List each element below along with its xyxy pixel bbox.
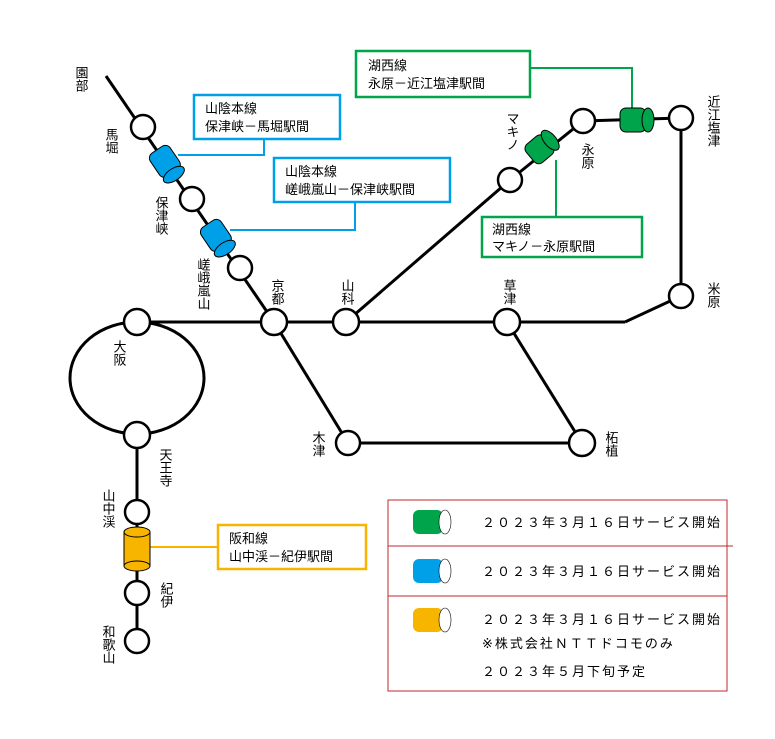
label-kusatsu: 草津 xyxy=(501,279,517,305)
coverage-yellow-hanwa xyxy=(123,526,151,572)
station-saga-arashiyama xyxy=(226,254,254,282)
station-wakayama xyxy=(123,627,151,655)
callout-kosei-nagahara-section: 永原－近江塩津駅間 xyxy=(368,77,485,92)
callout-kosei-nagahara-line: 湖西線 xyxy=(368,58,407,74)
label-tsuge: 柘植 xyxy=(603,431,619,457)
legend-yellow-text: ２０２３年３月１６日サービス開始 xyxy=(482,613,722,628)
label-osaka: 大阪 xyxy=(111,340,127,367)
line-kosei-main xyxy=(345,178,511,324)
callout-kosei-makino-section: マキノ－永原駅間 xyxy=(492,240,595,255)
stations xyxy=(122,104,695,655)
label-sonobe: 園部 xyxy=(73,66,89,92)
label-omi-shiotsu: 近江塩津 xyxy=(705,95,721,147)
callout-hanwa: 阪和線 山中渓－紀伊駅間 xyxy=(216,523,368,571)
station-kii xyxy=(123,579,151,607)
label-yamashina: 山科 xyxy=(339,279,355,305)
leader-sanin-umahori xyxy=(178,137,265,156)
label-yamanakadani: 山中渓 xyxy=(100,489,116,528)
station-tennoji xyxy=(122,420,152,450)
station-yamashina xyxy=(331,307,361,337)
station-osaka xyxy=(122,307,152,337)
callout-hanwa-section: 山中渓－紀伊駅間 xyxy=(229,550,333,565)
callout-sanin-hozukyo-section: 嵯峨嵐山－保津峡駅間 xyxy=(285,183,415,198)
station-maibara xyxy=(667,282,695,310)
station-kyoto xyxy=(259,307,289,337)
callout-sanin-umahori-section: 保津峡－馬堀駅間 xyxy=(205,120,309,135)
station-yamanakadani xyxy=(123,498,151,526)
station-kusatsu xyxy=(492,307,522,337)
label-umahori: 馬堀 xyxy=(103,128,119,154)
coverage-blue-umahori xyxy=(148,144,185,184)
legend-green-text: ２０２３年３月１６日サービス開始 xyxy=(482,516,722,531)
callout-kosei-nagahara: 湖西線 永原－近江塩津駅間 xyxy=(354,49,532,99)
line-nara xyxy=(272,321,350,444)
leader-sanin-hozukyo xyxy=(230,199,356,231)
label-maibara: 米原 xyxy=(705,282,721,308)
callout-sanin-hozukyo: 山陰本線 嵯峨嵐山－保津峡駅間 xyxy=(272,156,452,204)
callout-sanin-hozukyo-line: 山陰本線 xyxy=(285,164,337,180)
line-osaka-loop xyxy=(68,320,206,436)
station-tsuge xyxy=(567,428,597,458)
legend-swatch-yellow xyxy=(413,607,452,633)
station-nagahara xyxy=(569,107,597,135)
station-makino xyxy=(496,166,524,194)
label-saga-arashiyama: 嵯峨嵐山 xyxy=(195,258,211,310)
legend-swatch-green xyxy=(413,509,452,535)
legend-swatch-blue xyxy=(413,558,452,584)
legend-blue-text: ２０２３年３月１６日サービス開始 xyxy=(482,565,722,580)
callout-sanin-umahori: 山陰本線 保津峡－馬堀駅間 xyxy=(192,93,342,141)
station-kizu xyxy=(334,429,362,457)
coverage-segments xyxy=(123,107,655,572)
line-kusatsu xyxy=(505,321,584,444)
callout-sanin-umahori-line: 山陰本線 xyxy=(205,101,257,117)
station-hozukyo xyxy=(178,185,206,213)
label-tennoji: 天王寺 xyxy=(157,448,173,487)
station-labels: 園部 馬堀 保津峡 嵯峨嵐山 京都 山科 草津 米原 マキノ 永原 近江塩津 大… xyxy=(73,66,721,664)
label-kyoto: 京都 xyxy=(269,279,285,305)
callout-kosei-makino-line: 湖西線 xyxy=(492,222,531,238)
legend-yellow-note2: ２０２３年５月下旬予定 xyxy=(482,665,647,680)
legend-yellow-note1: ※株式会社ＮＴＴドコモのみ xyxy=(482,636,675,652)
leader-kosei-nagahara xyxy=(529,67,633,108)
label-kii: 紀伊 xyxy=(158,582,174,609)
station-omi-shiotsu xyxy=(667,104,695,132)
station-umahori xyxy=(129,113,157,141)
label-nagahara: 永原 xyxy=(579,143,595,169)
label-makino: マキノ xyxy=(504,112,519,151)
coverage-green-makino xyxy=(524,129,560,165)
label-kizu: 木津 xyxy=(310,431,326,457)
coverage-green-nagahara xyxy=(619,107,655,133)
coverage-blue-hozukyo xyxy=(199,218,236,258)
callout-kosei-makino: 湖西線 マキノ－永原駅間 xyxy=(480,215,644,259)
label-wakayama: 和歌山 xyxy=(100,625,116,664)
callout-hanwa-line: 阪和線 xyxy=(229,531,268,547)
legend: ２０２３年３月１６日サービス開始 ２０２３年３月１６日サービス開始 ２０２３年３… xyxy=(387,499,733,692)
label-hozukyo: 保津峡 xyxy=(153,196,169,235)
